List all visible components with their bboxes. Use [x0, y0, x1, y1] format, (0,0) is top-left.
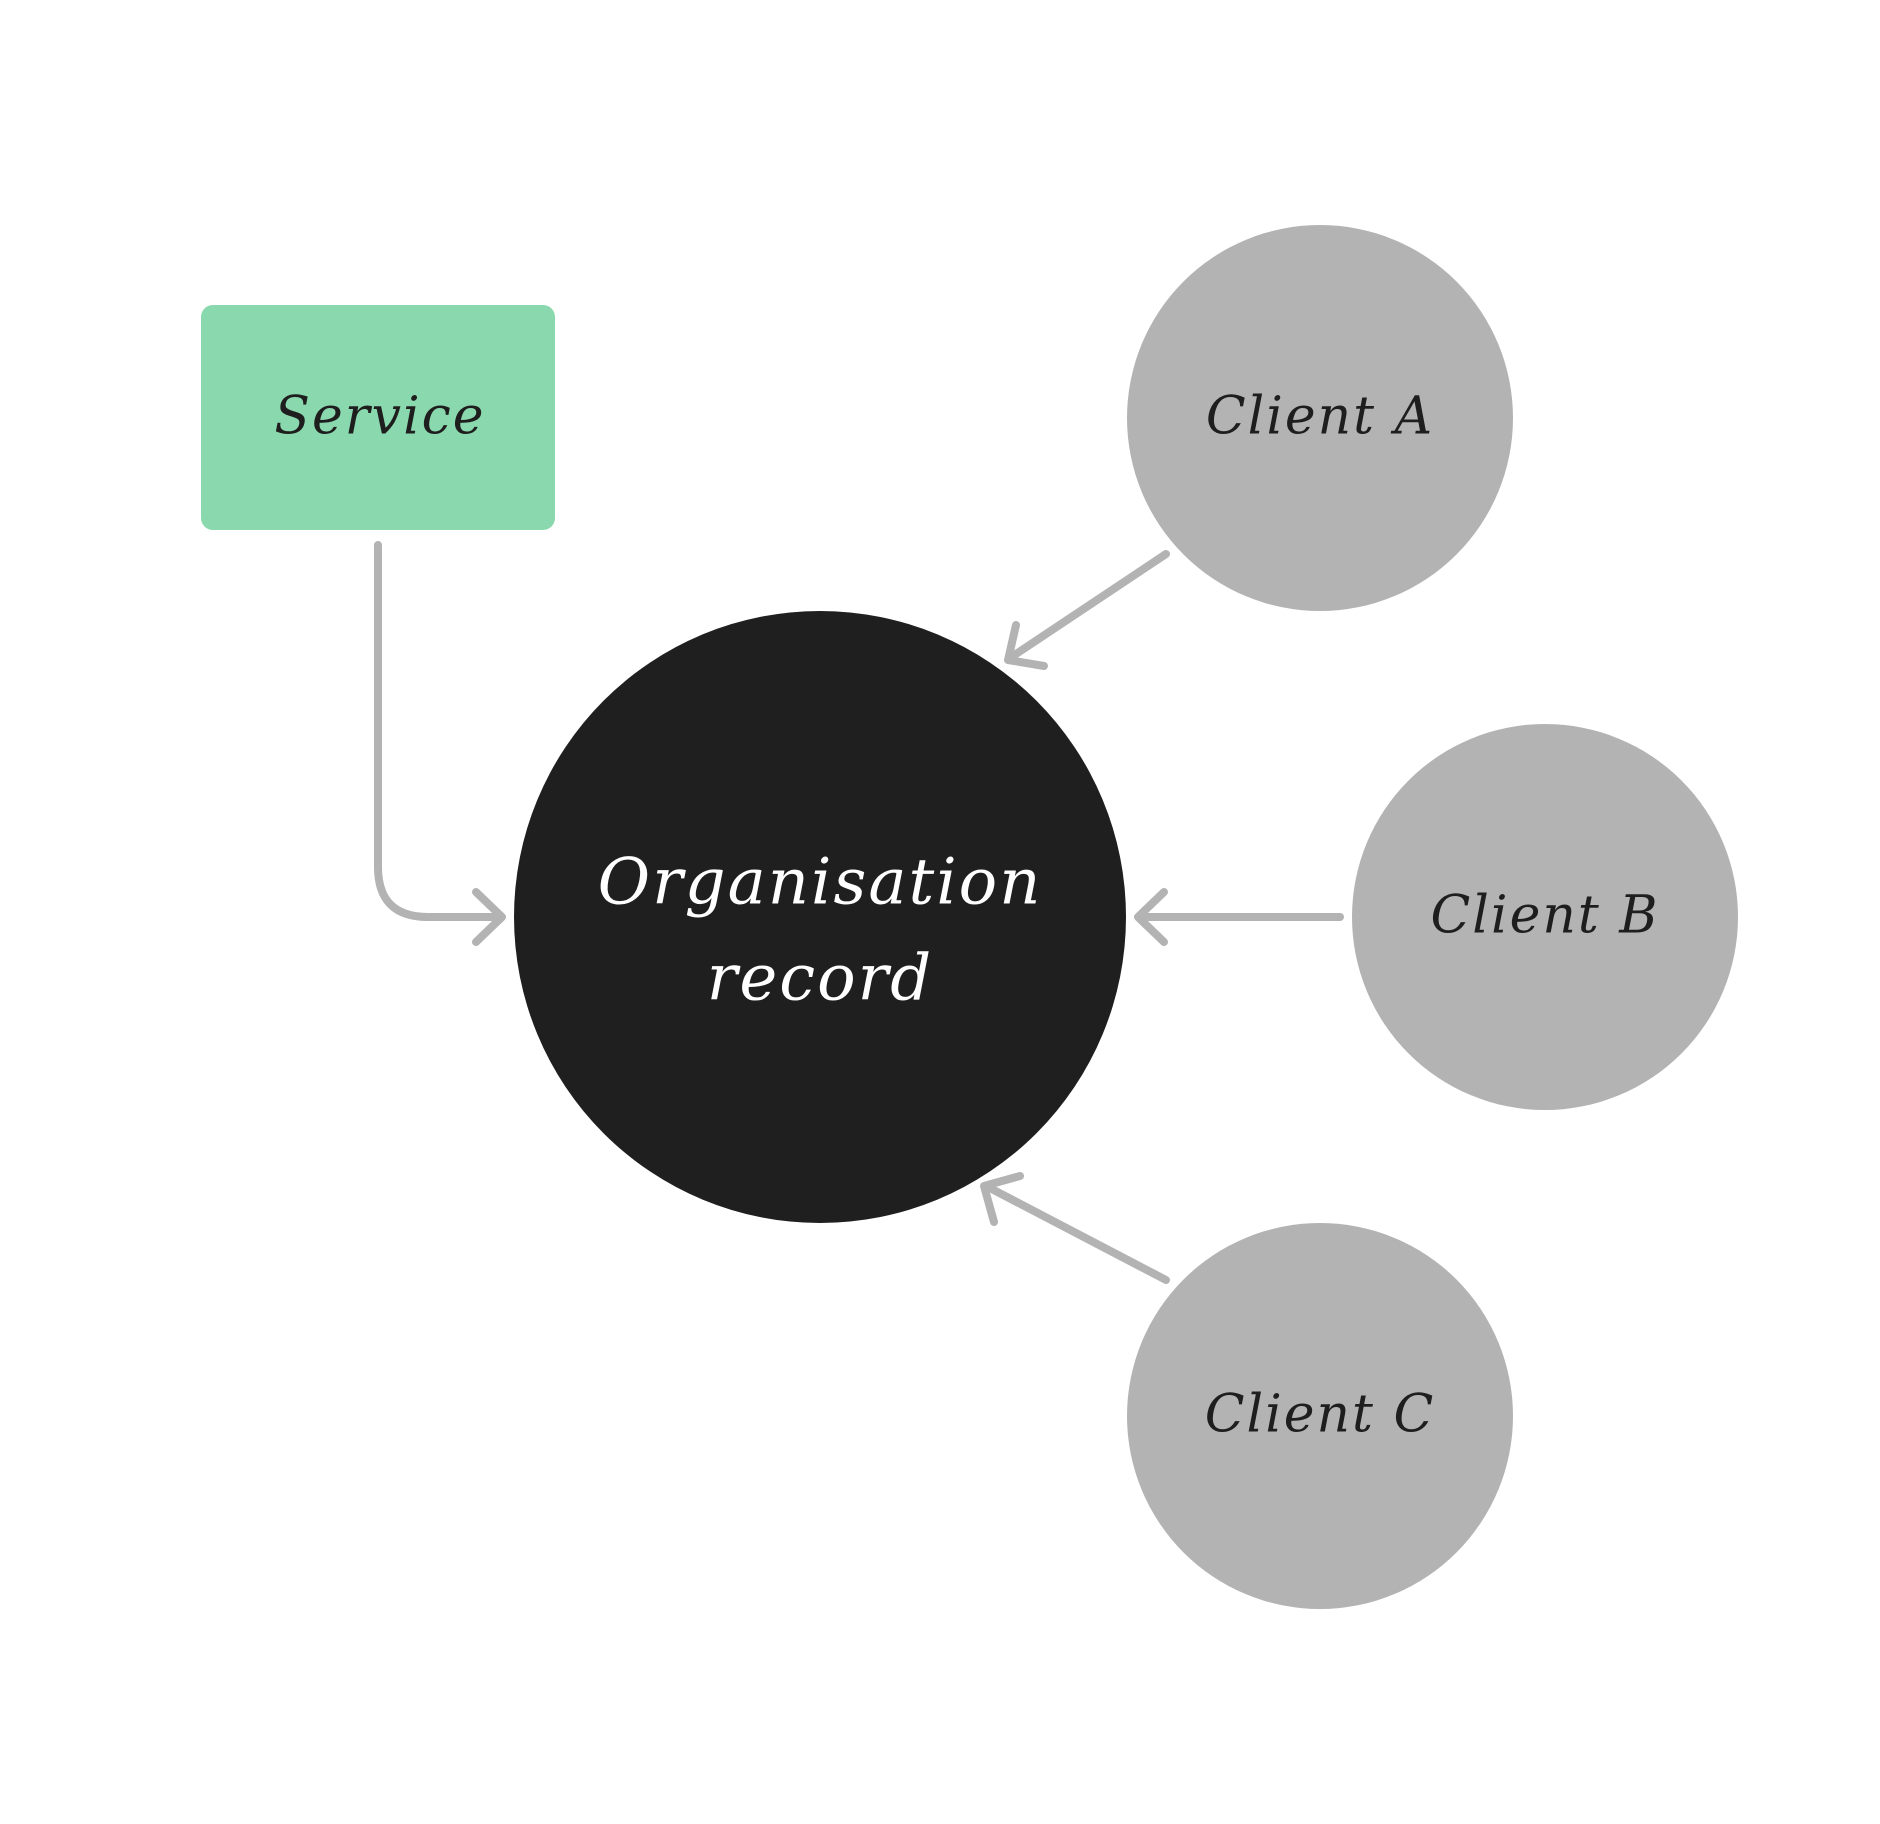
edge-client-c-to-record[interactable] [982, 1182, 1170, 1284]
organisation-record-circle[interactable] [514, 611, 1126, 1223]
service-box[interactable] [201, 305, 555, 530]
client-a-circle[interactable] [1127, 225, 1513, 611]
client-c-node[interactable]: Client C [1127, 1223, 1513, 1609]
edge-client-c-arrowhead [980, 1172, 1024, 1226]
client-b-circle[interactable] [1352, 724, 1738, 1110]
organisation-record-label-line2: record [707, 942, 933, 1016]
client-c-circle[interactable] [1127, 1223, 1513, 1609]
connectors [374, 541, 1344, 1284]
edge-client-a-arrowhead [1004, 621, 1048, 670]
client-a-node[interactable]: Client A [1127, 225, 1513, 611]
edge-service-to-record[interactable] [374, 541, 502, 921]
service-node[interactable]: Service [201, 305, 555, 530]
client-b-label: Client B [1431, 886, 1660, 946]
client-c-label: Client C [1205, 1385, 1436, 1445]
organisation-record-label-line1: Organisation [598, 846, 1043, 920]
service-label: Service [274, 387, 485, 447]
client-a-label: Client A [1206, 387, 1434, 447]
edge-service-arrowhead [472, 888, 506, 946]
organisation-record-node[interactable]: Organisation record [514, 611, 1126, 1223]
edge-client-a-to-record[interactable] [1006, 550, 1170, 662]
client-b-node[interactable]: Client B [1352, 724, 1738, 1110]
edge-client-b-arrowhead [1134, 888, 1168, 946]
